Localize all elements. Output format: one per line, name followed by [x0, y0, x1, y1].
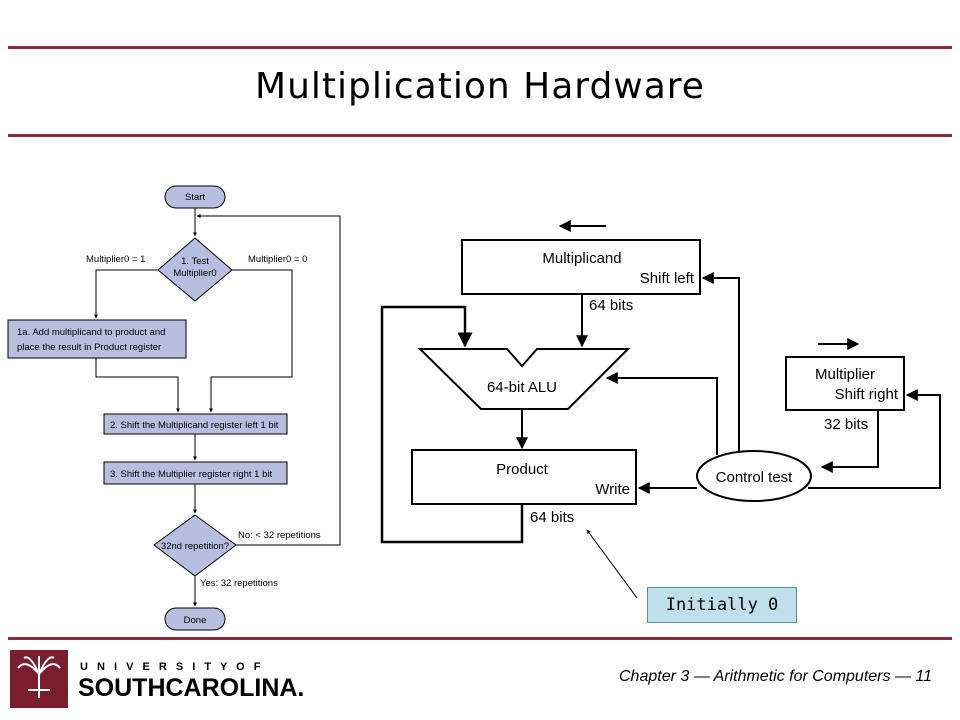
logo-line1: U N I V E R S I T Y O F	[80, 661, 264, 673]
bits-32-label: 32 bits	[824, 416, 868, 433]
bits-64-top-label: 64 bits	[589, 297, 633, 314]
flowchart: Start 1. Test Multiplier0 Multiplier0 = …	[7, 185, 341, 631]
callout-pointer	[586, 529, 638, 599]
slide-footer: Chapter 3 — Arithmetic for Computers — 1…	[619, 668, 932, 685]
control-to-multiplier	[808, 389, 941, 489]
step-2-label: 2. Shift the Multiplicand register left …	[110, 420, 279, 431]
done-terminal	[164, 607, 226, 631]
test-label-2: Multiplier0	[173, 268, 216, 279]
control-test-unit	[696, 450, 812, 502]
university-logo: U N I V E R S I T Y O F SOUTHCAROLINA.	[10, 648, 310, 715]
multiplier-to-control-arrow	[820, 410, 879, 473]
bottom-rule	[8, 637, 952, 640]
yes-branch-label: Yes: 32 repetitions	[200, 578, 278, 589]
logo-line2: SOUTHCAROLINA.	[78, 674, 304, 702]
arrow-add-to-step2	[95, 358, 180, 413]
step-1a-line1: 1a. Add multiplicand to product and	[17, 327, 165, 338]
initially-zero-callout: Initially 0	[647, 587, 797, 623]
control-test-label: Control test	[716, 469, 794, 486]
product-label: Product	[496, 461, 549, 478]
test-label-1: 1. Test	[181, 256, 209, 267]
hardware-diagram: Multiplicand Shift left 64 bits 64-bit A…	[380, 220, 941, 599]
start-label: Start	[185, 192, 205, 203]
shift-right-label: Shift right	[835, 386, 899, 403]
multiplicand-register	[461, 239, 701, 295]
arrow-skip-add	[209, 269, 293, 413]
multiplicand-label: Multiplicand	[542, 250, 621, 267]
bits-64-bottom-label: 64 bits	[530, 509, 574, 526]
arrow-loop-back	[196, 214, 341, 546]
write-label: Write	[595, 481, 630, 498]
branch-left-label: Multiplier0 = 1	[86, 254, 145, 265]
step-1a-line2: place the result in Product register	[17, 342, 161, 353]
logo-graphic: U N I V E R S I T Y O F SOUTHCAROLINA.	[10, 650, 304, 708]
branch-right-label: Multiplier0 = 0	[248, 254, 307, 265]
shift-left-label: Shift left	[640, 270, 695, 287]
repeat-label: 32nd repetition?	[161, 541, 229, 552]
multiplier-label: Multiplier	[815, 366, 875, 383]
step-1a-box	[7, 319, 187, 359]
top-rule	[8, 46, 952, 49]
test-decision	[157, 237, 233, 302]
control-to-alu	[605, 372, 718, 455]
alu-unit	[417, 348, 631, 410]
done-label: Done	[184, 615, 207, 626]
title-underline	[8, 134, 952, 137]
arrow-to-add	[94, 269, 158, 319]
product-register	[411, 449, 637, 505]
control-to-multiplicand	[701, 272, 740, 452]
slide-title: Multiplication Hardware	[255, 66, 705, 107]
no-branch-label: No: < 32 repetitions	[238, 530, 321, 541]
product-feedback-loop	[380, 305, 524, 544]
multiplier-register	[785, 356, 905, 411]
alu-label: 64-bit ALU	[487, 379, 557, 396]
step-3-label: 3. Shift the Multiplier register right 1…	[110, 469, 272, 480]
